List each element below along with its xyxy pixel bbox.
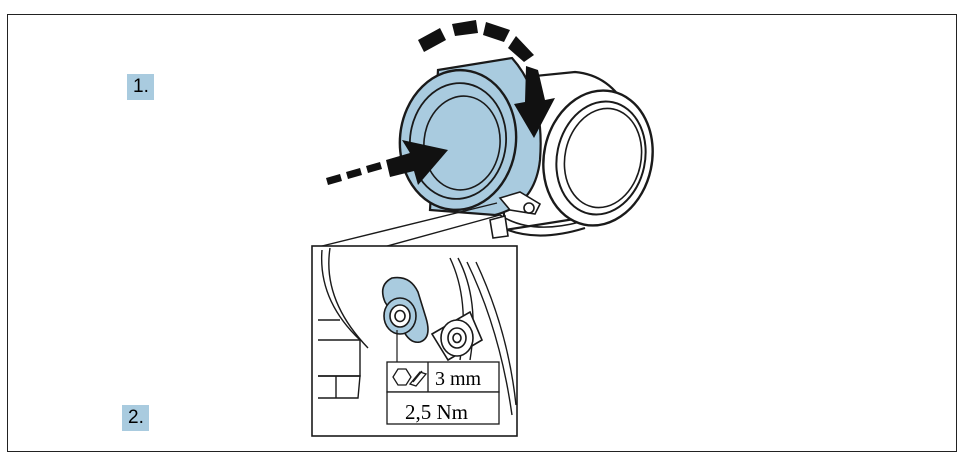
hex-key-icon [392, 368, 412, 386]
torque-value: 2,5 Nm [405, 400, 468, 424]
allen-wrench-icon [408, 370, 428, 387]
blue-housing-cover [398, 56, 542, 217]
rotate-clockwise-arrow [418, 20, 555, 138]
display-window-cover [542, 89, 654, 227]
step-2-badge: 2. [122, 405, 149, 431]
step-1-badge: 1. [127, 74, 154, 100]
blue-securing-screw [381, 276, 429, 344]
white-locking-screw [430, 310, 484, 362]
detail-inset [311, 245, 518, 437]
tool-size-value: 3 mm [435, 368, 482, 390]
push-arrow [326, 140, 448, 185]
securing-clamp [489, 191, 542, 239]
detail-callout-lines [317, 202, 501, 249]
